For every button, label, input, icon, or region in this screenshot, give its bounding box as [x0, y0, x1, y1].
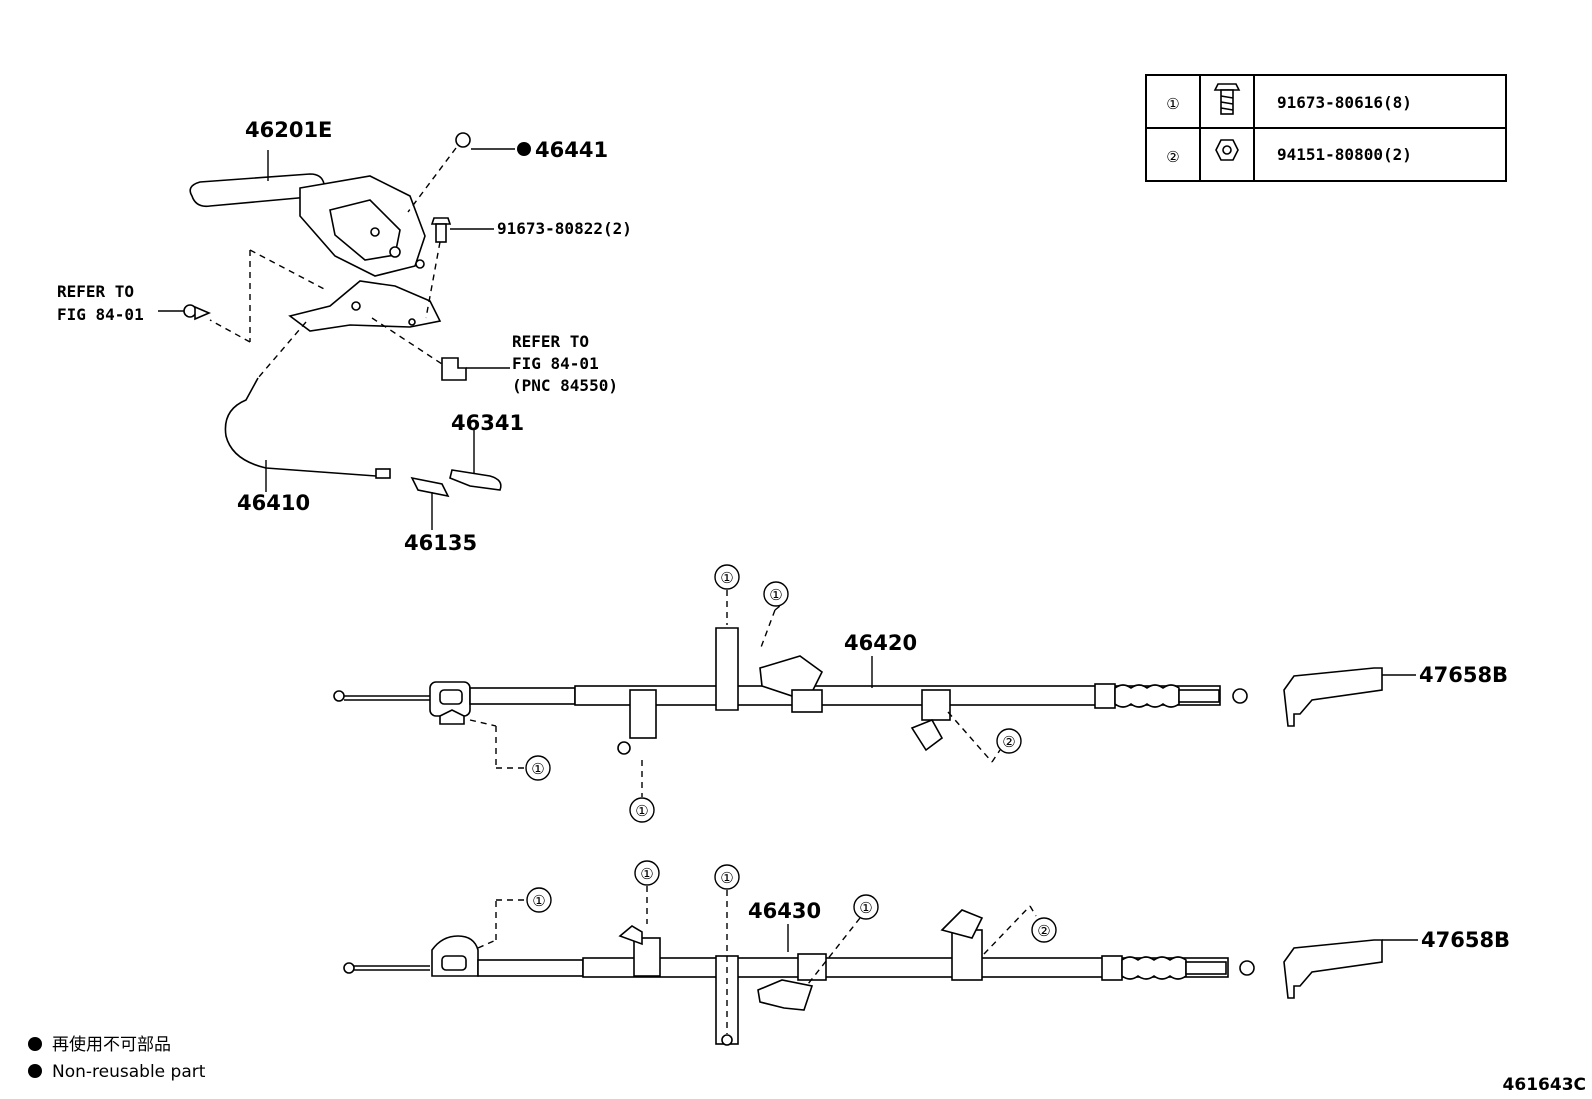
- legend-ref-2: ②: [1166, 148, 1179, 166]
- callout-1-e: ①: [532, 892, 545, 910]
- non-reusable-legend: 再使用不可部品 Non-reusable part: [28, 1034, 206, 1082]
- cable-46420: 46420 ① ① ① ① ②: [333, 564, 1248, 823]
- label-91673-80822: 91673-80822(2): [497, 219, 632, 238]
- clip-46341: 46341: [449, 411, 524, 491]
- refer-fig-right: REFER TO FIG 84-01 (PNC 84550): [371, 317, 618, 395]
- label-46135: 46135: [404, 531, 477, 555]
- refer2-line3: (PNC 84550): [512, 376, 618, 395]
- label-46201E: 46201E: [245, 118, 332, 142]
- lever-assembly: 46201E: [189, 118, 442, 332]
- spring-46135: 46135: [404, 476, 477, 555]
- note-jp: 再使用不可部品: [52, 1034, 171, 1055]
- legend-partno-1: 91673-80616(8): [1277, 93, 1412, 112]
- refer2-line1: REFER TO: [512, 332, 589, 351]
- bracket-47658B-upper: 47658B: [1283, 663, 1508, 727]
- legend-ref-1: ①: [1166, 95, 1179, 113]
- callout-1-g: ①: [720, 869, 733, 887]
- figure-id: 461643C: [1503, 1075, 1586, 1095]
- callout-2-b: ②: [1037, 922, 1050, 940]
- label-47658B-lower: 47658B: [1421, 928, 1510, 952]
- label-46430: 46430: [748, 899, 821, 923]
- cable-46430: 46430 ① ① ① ① ②: [343, 860, 1255, 1046]
- legend-partno-2: 94151-80800(2): [1277, 145, 1412, 164]
- refer-fig-left: REFER TO FIG 84-01: [57, 249, 327, 343]
- refer2-line2: FIG 84-01: [512, 354, 599, 373]
- note-en: Non-reusable part: [52, 1062, 206, 1082]
- label-47658B-upper: 47658B: [1419, 663, 1508, 687]
- bolt-91673-80822: 91673-80822(2): [425, 217, 632, 319]
- label-46410: 46410: [237, 491, 310, 515]
- bullet-jp-icon: [28, 1037, 42, 1051]
- refer1-line2: FIG 84-01: [57, 305, 144, 324]
- callout-1-h: ①: [859, 899, 872, 917]
- callout-1-a: ①: [531, 760, 544, 778]
- callout-1-b: ①: [635, 802, 648, 820]
- refer1-line1: REFER TO: [57, 282, 134, 301]
- non-reusable-dot-icon: [517, 142, 531, 156]
- label-46420: 46420: [844, 631, 917, 655]
- callout-1-f: ①: [640, 865, 653, 883]
- label-46441: 46441: [535, 138, 608, 162]
- callout-2-a: ②: [1002, 733, 1015, 751]
- label-46341: 46341: [451, 411, 524, 435]
- bolt-icon: [1213, 83, 1241, 115]
- nut-icon: [1215, 139, 1239, 161]
- callout-1-c: ①: [720, 569, 733, 587]
- bullet-en-icon: [28, 1064, 42, 1078]
- cable-46410: 46410: [224, 321, 391, 515]
- nut-46441: 46441: [407, 132, 608, 213]
- callout-1-d: ①: [769, 586, 782, 604]
- legend-table: ① ② 91673-80616(8) 94151-80800(2): [1145, 74, 1507, 182]
- bracket-47658B-lower: 47658B: [1283, 928, 1510, 999]
